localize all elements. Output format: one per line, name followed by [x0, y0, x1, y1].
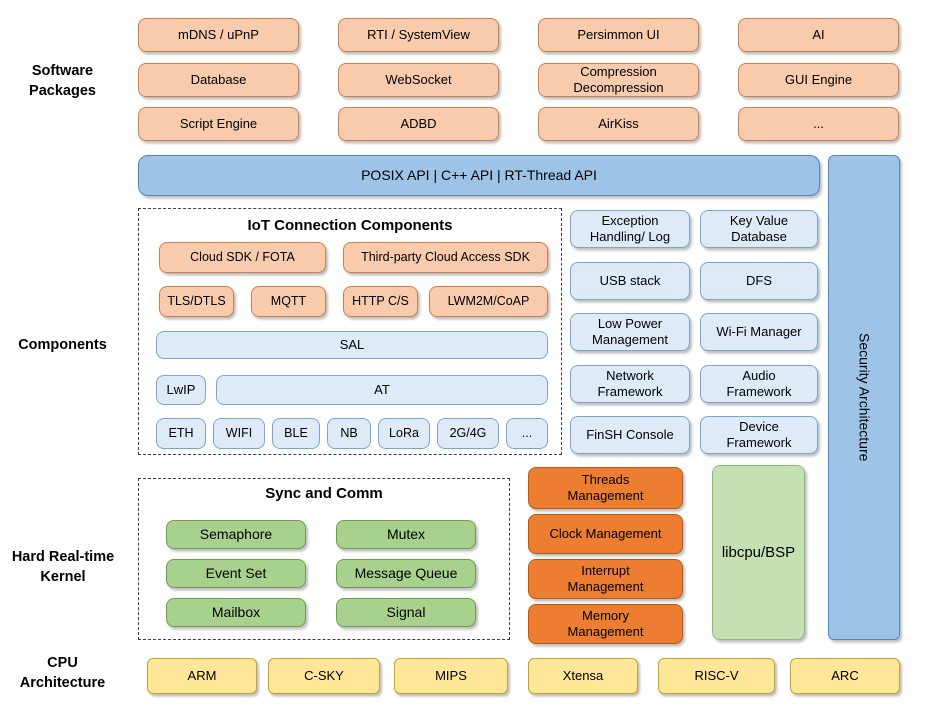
iot-link-wifi: WIFI: [213, 418, 265, 449]
iot-link-lora: LoRa: [378, 418, 430, 449]
comp-wifi-manager: Wi-Fi Manager: [700, 313, 818, 351]
comp-key-value-database: Key Value Database: [700, 210, 818, 248]
comp-network-framework: Network Framework: [570, 365, 690, 403]
iot-link-more: ...: [506, 418, 548, 449]
pkg-database: Database: [138, 63, 299, 97]
kernel-clock-management: Clock Management: [528, 514, 683, 554]
iot-mqtt: MQTT: [251, 286, 326, 317]
kernel-interrupt-management: Interrupt Management: [528, 559, 683, 599]
sync-group-title: Sync and Comm: [265, 485, 383, 502]
iot-http-cs: HTTP C/S: [343, 286, 418, 317]
pkg-more: ...: [738, 107, 899, 141]
pkg-mdns-upnp: mDNS / uPnP: [138, 18, 299, 52]
section-label-software-packages: Software Packages: [29, 63, 96, 99]
pkg-script-engine: Script Engine: [138, 107, 299, 141]
security-architecture-bar: Security Architecture: [828, 155, 900, 640]
iot-link-ble: BLE: [272, 418, 320, 449]
ipc-mailbox: Mailbox: [166, 598, 306, 627]
pkg-airkiss: AirKiss: [538, 107, 699, 141]
cpu-risc-v: RISC-V: [658, 658, 775, 694]
pkg-gui-engine: GUI Engine: [738, 63, 899, 97]
iot-tls-dtls: TLS/DTLS: [159, 286, 234, 317]
iot-group-title: IoT Connection Components: [247, 217, 453, 234]
comp-finsh-console: FinSH Console: [570, 416, 690, 454]
cpu-xtensa: Xtensa: [528, 658, 638, 694]
kernel-threads-management: Threads Management: [528, 467, 683, 509]
pkg-persimmon-ui: Persimmon UI: [538, 18, 699, 52]
libcpu-bsp: libcpu/BSP: [712, 465, 805, 640]
iot-lwip: LwIP: [156, 375, 206, 405]
ipc-mutex: Mutex: [336, 520, 476, 549]
iot-at: AT: [216, 375, 548, 405]
iot-third-party-sdk: Third-party Cloud Access SDK: [343, 242, 548, 273]
ipc-message-queue: Message Queue: [336, 559, 476, 588]
comp-low-power-management: Low Power Management: [570, 313, 690, 351]
iot-cloud-sdk-fota: Cloud SDK / FOTA: [159, 242, 326, 273]
api-bar: POSIX API | C++ API | RT-Thread API: [138, 155, 820, 196]
cpu-arm: ARM: [147, 658, 257, 694]
comp-exception-handling-log: Exception Handling/ Log: [570, 210, 690, 248]
ipc-signal: Signal: [336, 598, 476, 627]
section-label-components: Components: [18, 337, 107, 353]
pkg-rti-systemview: RTI / SystemView: [338, 18, 499, 52]
comp-dfs: DFS: [700, 262, 818, 300]
comp-device-framework: Device Framework: [700, 416, 818, 454]
ipc-event-set: Event Set: [166, 559, 306, 588]
iot-link-2g4g: 2G/4G: [437, 418, 499, 449]
iot-sal-layer: SAL: [156, 331, 548, 359]
comp-audio-framework: Audio Framework: [700, 365, 818, 403]
sync-and-comm-group: Sync and Comm Semaphore Mutex Event Set …: [138, 478, 510, 640]
pkg-compression: Compression Decompression: [538, 63, 699, 97]
comp-usb-stack: USB stack: [570, 262, 690, 300]
pkg-adbd: ADBD: [338, 107, 499, 141]
iot-connection-components-group: IoT Connection Components Cloud SDK / FO…: [138, 208, 562, 455]
section-label-cpu: CPU Architecture: [19, 655, 106, 691]
kernel-memory-management: Memory Management: [528, 604, 683, 644]
iot-link-nb: NB: [327, 418, 371, 449]
pkg-websocket: WebSocket: [338, 63, 499, 97]
cpu-c-sky: C-SKY: [268, 658, 380, 694]
ipc-semaphore: Semaphore: [166, 520, 306, 549]
iot-link-eth: ETH: [156, 418, 206, 449]
cpu-mips: MIPS: [394, 658, 508, 694]
section-label-kernel: Hard Real-time Kernel: [11, 549, 115, 585]
iot-lwm2m-coap: LWM2M/CoAP: [429, 286, 548, 317]
pkg-ai: AI: [738, 18, 899, 52]
cpu-arc: ARC: [790, 658, 900, 694]
